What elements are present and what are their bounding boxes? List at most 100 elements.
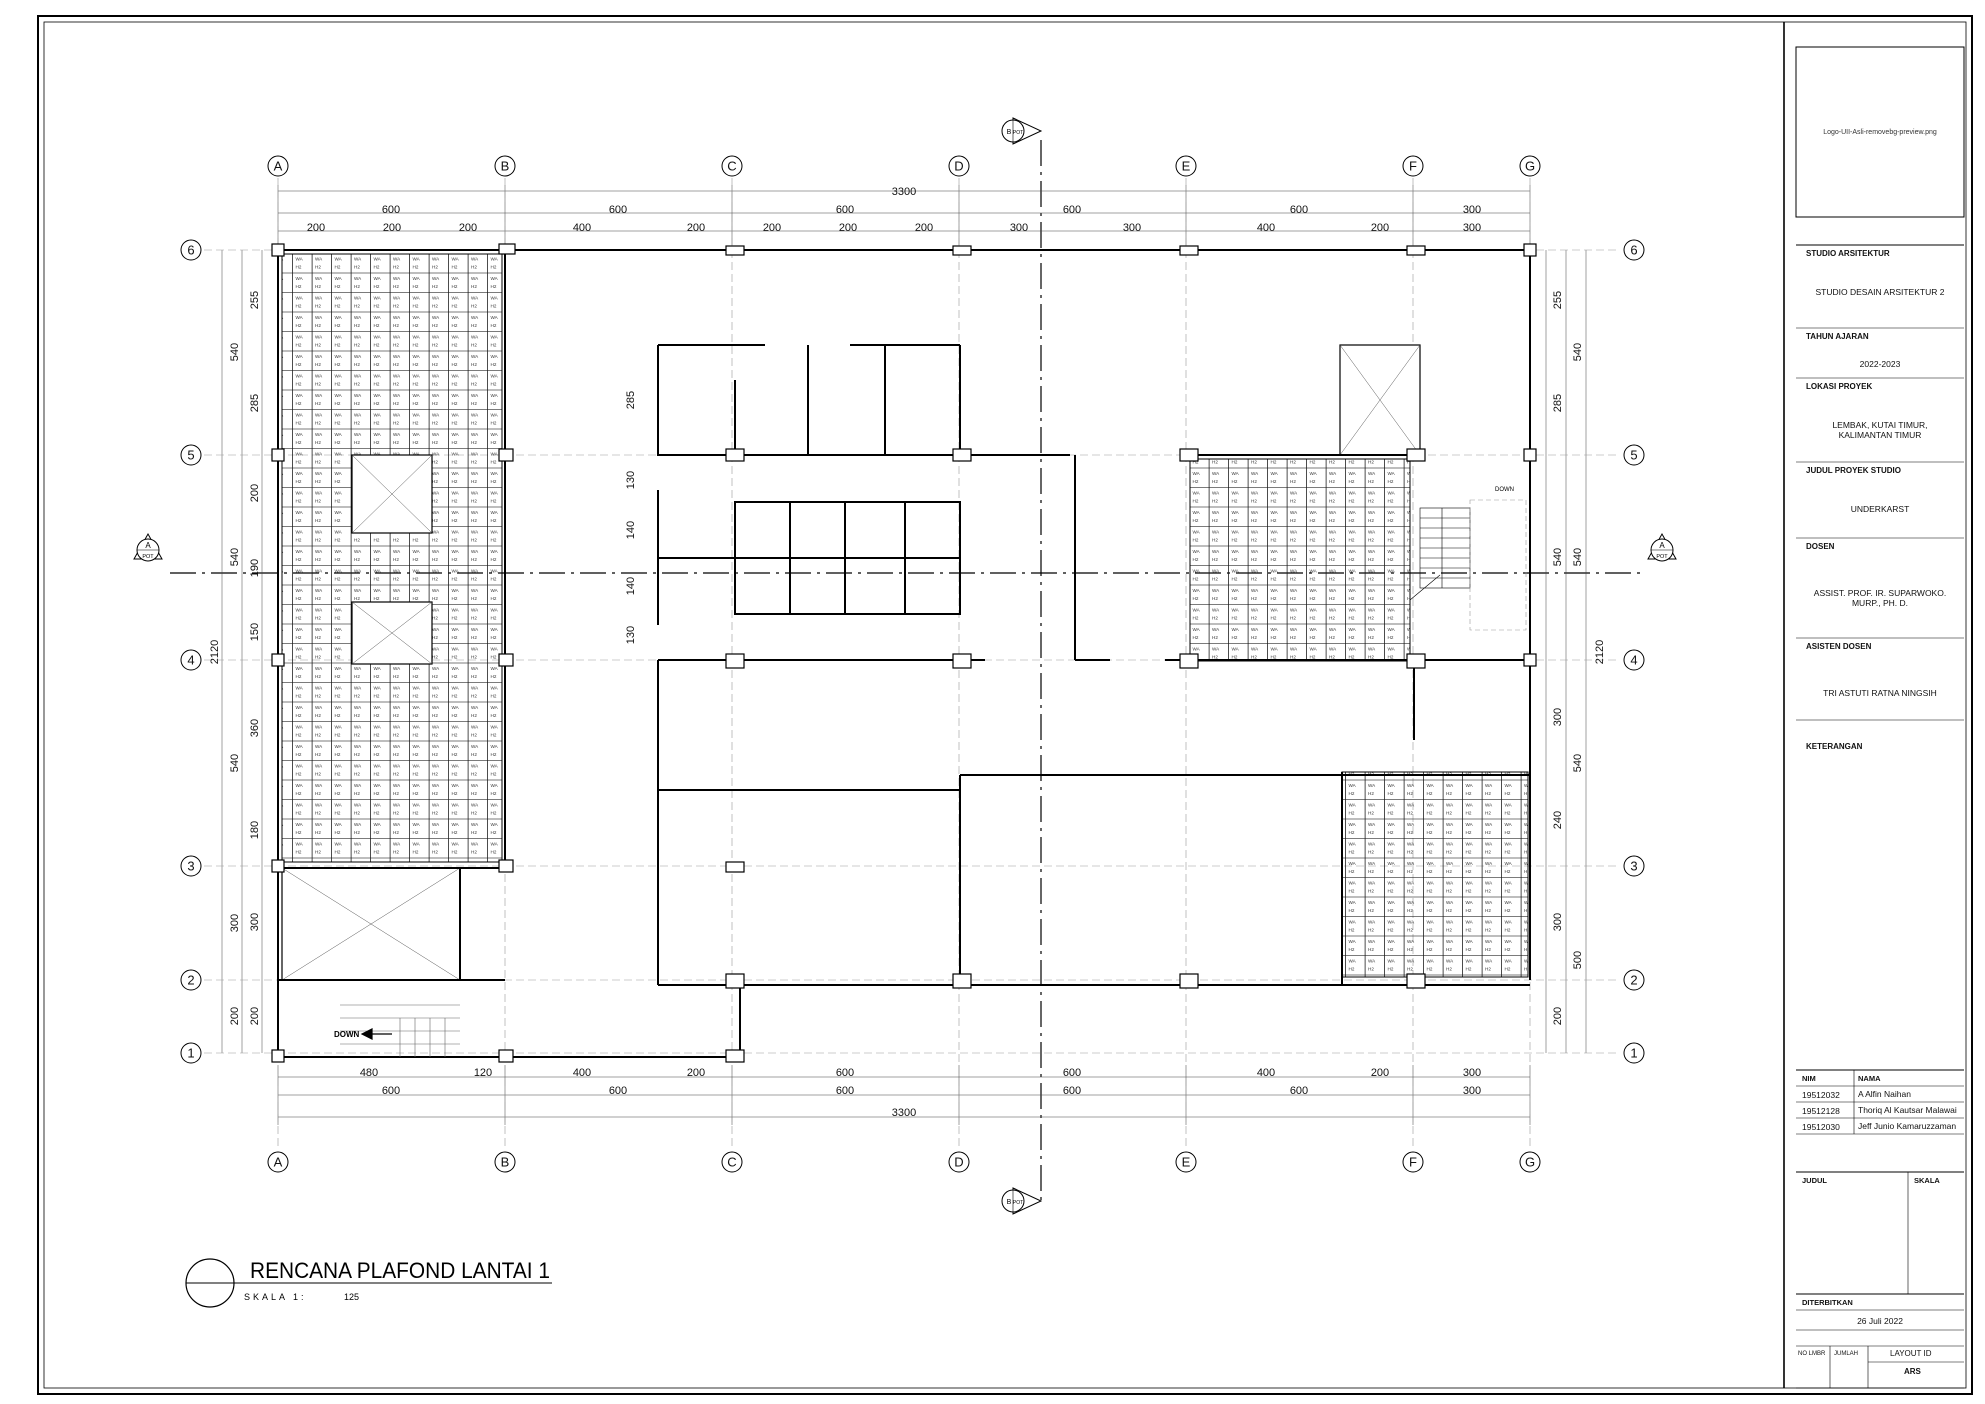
dim-left-inner: 180 <box>249 821 261 839</box>
dim-top-2: 200 <box>307 222 325 234</box>
grid-bubble-col-C <box>721 155 743 177</box>
dim-top-1: 600 <box>1290 204 1308 216</box>
assistant-label: ASISTEN DOSEN <box>1806 642 1872 651</box>
grid-bubble-row-5 <box>1623 444 1645 466</box>
dim-top-2: 300 <box>1123 222 1141 234</box>
grid-label-row-1: 1 <box>1630 1046 1637 1061</box>
dim-right-outer: 540 <box>1572 754 1584 772</box>
grid-bubble-row-3 <box>1623 855 1645 877</box>
dim-right-inner: 285 <box>1552 394 1564 412</box>
lecturer-label: DOSEN <box>1806 542 1835 551</box>
scale-label: SKALA 1: <box>244 1292 307 1302</box>
notes-label: KETERANGAN <box>1806 742 1863 751</box>
grid-bubble-row-4 <box>180 649 202 671</box>
grid-bubble-row-2 <box>1623 969 1645 991</box>
name-header: NAMA <box>1858 1074 1881 1083</box>
dim-bottom-2: 600 <box>836 1085 854 1097</box>
grid-bubble-col-A <box>267 1151 289 1173</box>
location-section: LOKASI PROYEK LEMBAK, KUTAI TIMUR, KALIM… <box>1796 378 1964 462</box>
dim-bottom-2: 600 <box>1290 1085 1308 1097</box>
dim-core-inner: 285 <box>625 391 637 409</box>
outer-border <box>37 15 1973 1395</box>
dim-top-1: 300 <box>1463 204 1481 216</box>
dimension-lines-side <box>221 250 1587 1053</box>
section-a-left-letter: A <box>145 541 151 550</box>
grid-bubble-row-1 <box>1623 1042 1645 1064</box>
count-label: JUMLAH <box>1834 1351 1859 1357</box>
drawing-title-block: RENCANA PLAFOND LANTAI 1 SKALA 1: 125 <box>185 1258 552 1308</box>
section-a-right-sheet: POT <box>1656 554 1668 560</box>
dim-left-outer: 540 <box>229 343 241 361</box>
dim-core-inner: 130 <box>625 471 637 489</box>
dim-bottom-1: 120 <box>474 1067 492 1079</box>
drawing-title: RENCANA PLAFOND LANTAI 1 <box>250 1258 550 1283</box>
dim-left-outer: 300 <box>229 914 241 932</box>
dim-top-2: 200 <box>839 222 857 234</box>
dim-core-inner: 140 <box>625 521 637 539</box>
student-table: NIM NAMA 19512032 A Alfin Naihan 1951212… <box>1796 1070 1964 1134</box>
dim-top-2: 400 <box>573 222 591 234</box>
dim-right-total: 2120 <box>1594 640 1606 664</box>
lecturer-value-1: ASSIST. PROF. IR. SUPARWOKO. <box>1813 588 1947 598</box>
section-a-right-letter: A <box>1659 541 1665 550</box>
dim-left-total: 2120 <box>209 640 221 664</box>
nim-header: NIM <box>1802 1074 1816 1083</box>
section-marker-a-right <box>1647 532 1677 562</box>
dim-top-2: 200 <box>763 222 781 234</box>
dim-top-1: 600 <box>1063 204 1081 216</box>
grid-label-row-6: 6 <box>1630 243 1637 258</box>
layout-value: ARS <box>1904 1367 1921 1376</box>
dim-bottom-1: 600 <box>836 1067 854 1079</box>
grid-label-col-F: F <box>1409 1155 1417 1170</box>
grid-bubble-col-E <box>1175 155 1197 177</box>
scale-value: 125 <box>344 1292 359 1302</box>
year-value: 2022-2023 <box>1859 359 1901 369</box>
location-value-1: LEMBAK, KUTAI TIMUR, <box>1832 420 1928 430</box>
dim-right-inner: 300 <box>1552 913 1564 931</box>
dim-top-1: 600 <box>609 204 627 216</box>
student-nim-2: 19512128 <box>1802 1106 1840 1116</box>
section-marker-b-top <box>1001 117 1043 145</box>
dim-bottom-total: 3300 <box>892 1107 916 1119</box>
dim-left-outer: 540 <box>229 548 241 566</box>
void-crosses <box>281 344 1421 981</box>
grid-label-row-1: 1 <box>187 1046 194 1061</box>
grid-label-row-4: 4 <box>187 653 194 668</box>
project-value: UNDERKARST <box>1850 504 1910 514</box>
grid-label-row-2: 2 <box>1630 973 1637 988</box>
grid-label-col-G: G <box>1525 1155 1535 1170</box>
dim-left-inner: 300 <box>249 913 261 931</box>
project-label: JUDUL PROYEK STUDIO <box>1806 466 1901 475</box>
studio-value: STUDIO DESAIN ARSITEKTUR 2 <box>1815 287 1945 297</box>
stair-east <box>1409 499 1527 631</box>
published-section: DITERBITKAN 26 Juli 2022 <box>1796 1294 1964 1330</box>
student-name-3: Jeff Junio Kamaruzzaman <box>1858 1121 1957 1131</box>
dim-bottom-1: 600 <box>1063 1067 1081 1079</box>
grid-label-col-C: C <box>727 1155 736 1170</box>
assistant-section: ASISTEN DOSEN TRI ASTUTI RATNA NINGSIH <box>1796 638 1964 720</box>
dim-top-1: 600 <box>382 204 400 216</box>
grid-bubble-row-2 <box>180 969 202 991</box>
ceiling-panel-area-southeast <box>1341 771 1529 978</box>
grid-label-col-F: F <box>1409 159 1417 174</box>
dim-left-inner: 200 <box>249 1007 261 1025</box>
section-a-left-sheet: POT <box>142 554 154 560</box>
location-label: LOKASI PROYEK <box>1806 382 1873 391</box>
stair-southwest <box>340 1004 460 1057</box>
title-block-frame <box>1795 46 1965 1389</box>
dim-bottom-2: 600 <box>609 1085 627 1097</box>
inner-border <box>43 21 1967 1389</box>
stair-down-arrow <box>360 1028 392 1040</box>
grid-label-row-4: 4 <box>1630 653 1637 668</box>
dim-bottom-1: 200 <box>1371 1067 1389 1079</box>
section-b-top-letter: B <box>1007 129 1012 136</box>
stair-down-label-east: DOWN <box>1495 487 1514 493</box>
grid-label-row-6: 6 <box>187 243 194 258</box>
grid-label-col-B: B <box>501 159 510 174</box>
sheet-info-section: NO LMBR JUMLAH LAYOUT ID ARS <box>1796 1330 1964 1388</box>
dim-right-outer: 540 <box>1572 343 1584 361</box>
dim-bottom-1: 400 <box>1257 1067 1275 1079</box>
stair-down-label: DOWN <box>334 1030 360 1039</box>
grid-label-col-C: C <box>727 159 736 174</box>
section-b-top-sheet: POT <box>1013 130 1023 136</box>
